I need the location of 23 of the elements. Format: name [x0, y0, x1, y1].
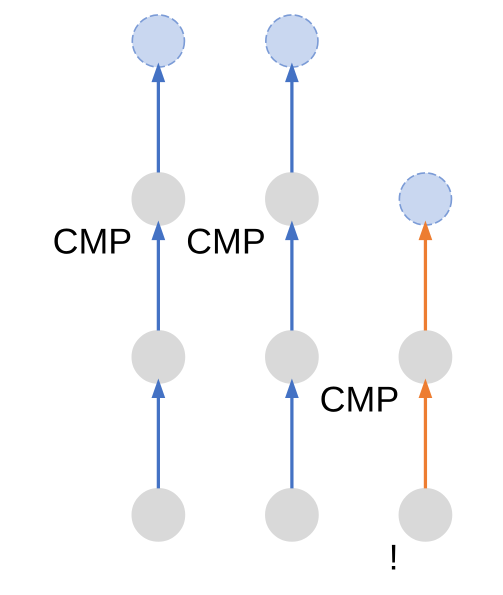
node-circle — [131, 172, 185, 226]
arrow — [151, 62, 165, 172]
arrow — [418, 220, 432, 330]
arrow — [151, 220, 165, 330]
arrow — [284, 378, 298, 488]
node-circle — [264, 488, 318, 542]
arrow — [151, 378, 165, 488]
node-circle — [131, 488, 185, 542]
node-circle — [398, 330, 452, 384]
node-label: CMP — [319, 380, 399, 420]
node-circle — [131, 14, 185, 68]
node-circle — [264, 330, 318, 384]
node-circle — [398, 172, 452, 226]
node-circle — [264, 172, 318, 226]
node-label: CMP — [186, 222, 266, 262]
arrow — [284, 220, 298, 330]
arrow — [284, 62, 298, 172]
node-circle — [398, 488, 452, 542]
arrow — [418, 378, 432, 488]
node-label: CMP — [52, 222, 132, 262]
node-circle — [264, 14, 318, 68]
node-circle — [131, 330, 185, 384]
node-label: ! — [388, 538, 398, 578]
